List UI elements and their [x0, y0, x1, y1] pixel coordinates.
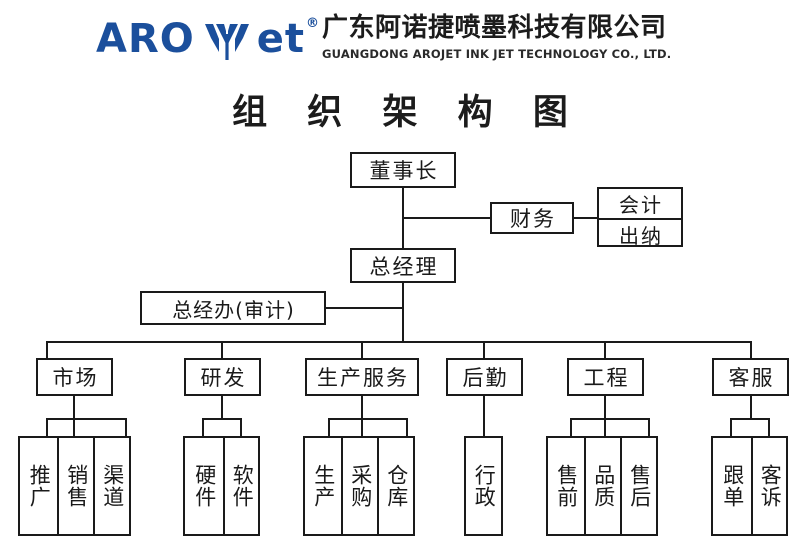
node-leaf-software: 软件: [223, 438, 258, 534]
registered-trademark-icon: ®: [306, 15, 320, 31]
node-leaf-purchasing: 采购: [341, 438, 377, 534]
node-leaf-aftersales: 售后: [620, 438, 656, 534]
connector-engineering-stem: [604, 396, 606, 419]
node-general-manager: 总经理: [350, 248, 456, 283]
connector-marketing-to-sales: [73, 418, 75, 437]
company-name-chinese: 广东阿诺捷喷墨科技有限公司: [322, 13, 667, 43]
connector-engineering-bus: [571, 418, 650, 420]
connector-eng-to-presales: [570, 418, 572, 437]
logo-text-aro: ARO: [96, 16, 195, 62]
connector-gm-to-departments: [402, 283, 404, 342]
leafgroup-engineering: 售前 品质 售后: [546, 436, 658, 536]
node-leaf-order-follow-up: 跟单: [720, 464, 745, 508]
page-title: 组 织 架 构 图: [232, 93, 582, 133]
node-leaf-production: 生产: [311, 464, 336, 508]
connector-production-service-bus: [329, 418, 408, 420]
connector-logistics-to-administration: [483, 396, 485, 437]
node-leaf-hardware: 硬件: [192, 464, 217, 508]
node-dept-logistics: 后勤: [446, 358, 523, 396]
connector-ps-to-warehouse: [406, 418, 408, 437]
connector-marketing-stem: [73, 396, 75, 419]
connector-eng-to-aftersales: [648, 418, 650, 437]
connector-rnd-to-hardware: [202, 418, 204, 437]
connector-customer-service-stem: [750, 396, 752, 419]
connector-gm-to-gm-office: [326, 307, 403, 309]
connector-eng-to-quality: [604, 418, 606, 437]
node-leaf-warehouse: 仓库: [377, 438, 413, 534]
node-leaf-administration: 行政: [472, 464, 497, 508]
connector-rnd-stem: [221, 396, 223, 419]
connector-cs-to-complaints: [768, 418, 770, 437]
node-dept-customer-service: 客服: [712, 358, 789, 396]
node-gm-office-audit: 总经办(审计): [140, 291, 326, 325]
node-chairman: 董事长: [350, 152, 456, 188]
node-leaf-channel: 渠道: [93, 438, 129, 534]
node-leaf-quality: 品质: [584, 438, 620, 534]
leafgroup-customer-service: 跟单 客诉: [711, 436, 788, 536]
node-finance: 财务: [490, 202, 574, 234]
connector-ps-to-production: [328, 418, 330, 437]
connector-rnd-bus: [203, 418, 242, 420]
connector-bus-to-dept-engineering: [604, 341, 606, 359]
connector-ps-to-purchasing: [361, 418, 363, 437]
connector-bus-to-dept-marketing: [46, 341, 48, 359]
connector-customer-service-bus: [731, 418, 770, 420]
node-leaf-complaints: 客诉: [751, 438, 786, 534]
node-leaf-sales: 销售: [57, 438, 93, 534]
node-leaf-promotion: 推广: [27, 464, 52, 508]
node-finance-children-group: 会计 出纳: [597, 187, 683, 249]
leafgroup-logistics: 行政: [464, 436, 503, 536]
connector-rnd-to-software: [240, 418, 242, 437]
connector-marketing-to-promotion: [46, 418, 48, 437]
node-dept-engineering: 工程: [567, 358, 644, 396]
connector-cs-to-order-follow-up: [730, 418, 732, 437]
leafgroup-rnd: 硬件 软件: [183, 436, 260, 536]
company-name-block: 广东阿诺捷喷墨科技有限公司 GUANGDONG AROJET INK JET T…: [322, 14, 742, 61]
connector-marketing-bus: [47, 418, 126, 420]
company-logo: ARO et ®: [96, 15, 320, 62]
node-cashier: 出纳: [599, 218, 681, 249]
page-header: ARO et ® 广东阿诺捷喷墨科技有限公司 GUANGDONG AROJET …: [0, 0, 800, 78]
node-accounting: 会计: [619, 193, 663, 217]
connector-bus-to-dept-rnd: [221, 341, 223, 359]
logo-text-et: et: [256, 16, 306, 62]
connector-bus-to-dept-production-service: [361, 341, 363, 359]
connector-marketing-to-channel: [125, 418, 127, 437]
node-dept-marketing: 市场: [36, 358, 113, 396]
node-dept-rnd: 研发: [184, 358, 261, 396]
leafgroup-production-service: 生产 采购 仓库: [303, 436, 415, 536]
arojet-chevron-mark-icon: [204, 22, 249, 60]
company-name-english: GUANGDONG AROJET INK JET TECHNOLOGY CO.,…: [322, 46, 672, 61]
node-dept-production-service: 生产服务: [305, 358, 419, 396]
connector-department-bus: [47, 341, 752, 343]
connector-chairman-to-finance: [402, 217, 490, 219]
leafgroup-marketing: 推广 销售 渠道: [18, 436, 131, 536]
connector-bus-to-dept-customer-service: [750, 341, 752, 359]
connector-bus-to-dept-logistics: [483, 341, 485, 359]
node-leaf-presales: 售前: [554, 464, 579, 508]
connector-finance-to-accounting-group: [574, 217, 598, 219]
connector-production-service-stem: [361, 396, 363, 419]
